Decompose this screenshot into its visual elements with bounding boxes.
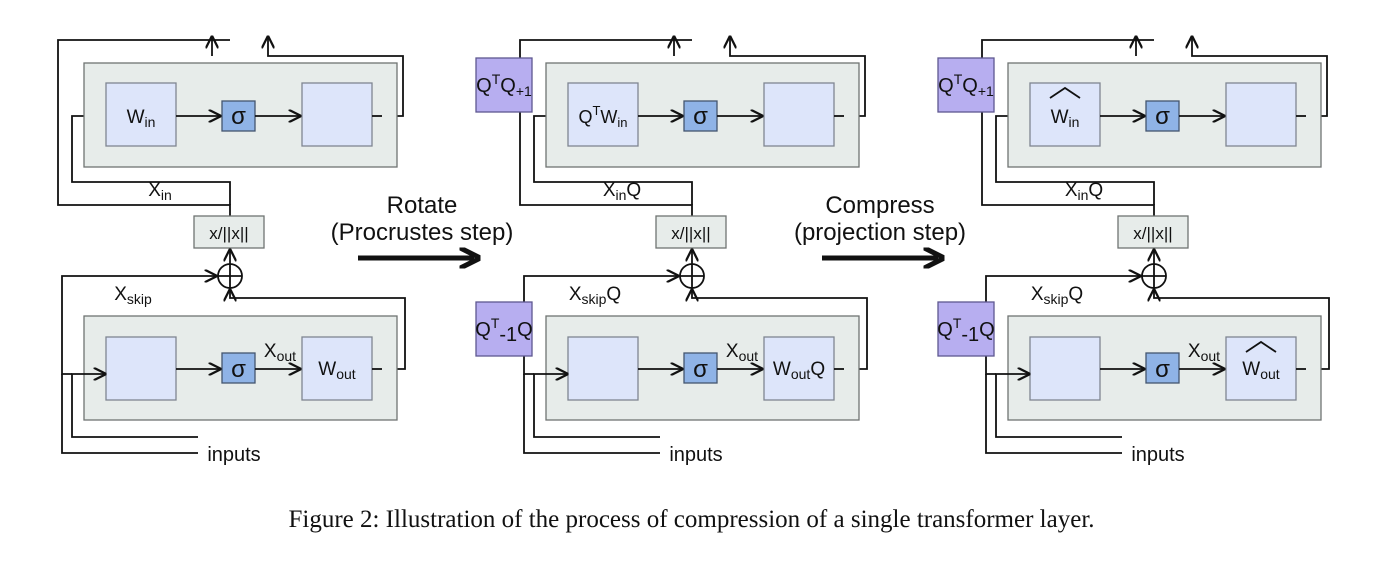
attn-out-box [763,82,835,147]
figure-caption: Figure 2: Illustration of the process of… [288,506,1095,533]
mlp-sigma-box [221,352,256,384]
rotate-step: Rotate (Procrustes step) [331,192,514,258]
norm-label: x/||x|| [671,224,710,243]
mlp-in-box [1029,336,1101,401]
inputs-wire [985,374,1122,454]
x-out-label: Xout [1188,341,1220,364]
norm-label: x/||x|| [1133,224,1172,243]
attn-skip-wire [57,39,231,216]
mlp-sigma: σ [231,356,246,383]
w-out-label: Wout [318,359,356,382]
norm-box [655,215,727,249]
attn-sigma: σ [231,103,246,130]
procrustes-label: (Procrustes step) [331,219,514,246]
w-in-label: QTWin [578,103,627,130]
projection-label: (projection step) [794,219,966,246]
compress-step: Compress (projection step) [794,192,966,258]
w-in-box [1029,82,1101,147]
mlp-sigma: σ [693,356,708,383]
inputs-to-mlp [995,374,1122,438]
w-in-hat [1049,86,1081,99]
x-skip-label: XskipQ [1031,284,1083,307]
mlp-sigma-box [1145,352,1180,384]
panel-3: σWinXinQx/||x||XskipQσXoutWoutinputsQTQ+… [937,37,1330,466]
norm-box [1117,215,1189,249]
mlp-sigma-box [683,352,718,384]
w-out-box [301,336,373,401]
plus-sign [680,264,704,288]
x-out-label: Xout [726,341,758,364]
q-top-box [937,57,995,113]
attn-in-wire [995,116,1155,205]
compression-diagram: Rotate (Procrustes step) Compress (proje… [57,0,1330,466]
inputs-to-mlp [533,374,660,438]
x-in-label: Xin [148,180,172,203]
q-bottom-box [475,301,533,357]
attn-sigma: σ [693,103,708,130]
x-skip-label: Xskip [114,284,152,307]
w-in-box [567,82,639,147]
norm-box [193,215,265,249]
q-top-box [475,57,533,113]
attn-in-wire [533,116,693,205]
compress-label: Compress [825,192,934,219]
mlp-sigma: σ [1155,356,1170,383]
rotate-label: Rotate [387,192,458,219]
attn-skip-wire [519,39,693,216]
attn-sigma-box [1145,100,1180,132]
x-in-label: XinQ [1065,180,1103,203]
w-out-box [1225,336,1297,401]
attn-out-box [301,82,373,147]
x-out-label: Xout [264,341,296,364]
x-skip-label: XskipQ [569,284,621,307]
panel-2: σQTWinXinQx/||x||XskipQσXoutWoutQinputsQ… [475,37,868,466]
plus-sign [218,264,242,288]
q-bottom-label: QT-1Q [475,315,532,346]
q-bottom-box [937,301,995,357]
mlp-in-box [105,336,177,401]
inputs-label: inputs [207,444,260,466]
w-in-label: Win [127,107,156,130]
inputs-label: inputs [669,444,722,466]
inputs-wire [523,374,660,454]
q-top-label: QTQ+1 [938,71,994,99]
q-bottom-label: QT-1Q [937,315,994,346]
plus-sign [1142,264,1166,288]
attn-out-box [1225,82,1297,147]
inputs-wire [61,374,198,454]
w-in-label: Win [1051,107,1080,130]
attn-sigma: σ [1155,103,1170,130]
inputs-label: inputs [1131,444,1184,466]
w-out-label: Wout [1242,359,1280,382]
norm-label: x/||x|| [209,224,248,243]
x-skip-wire [61,276,216,375]
inputs-to-mlp [71,374,198,438]
attn-in-wire [71,116,231,205]
w-out-label: WoutQ [773,359,825,382]
w-in-box [105,82,177,147]
x-in-label: XinQ [603,180,641,203]
attn-skip-wire [981,39,1155,216]
q-top-label: QTQ+1 [476,71,532,99]
w-out-hat [1245,340,1277,353]
mlp-in-box [567,336,639,401]
